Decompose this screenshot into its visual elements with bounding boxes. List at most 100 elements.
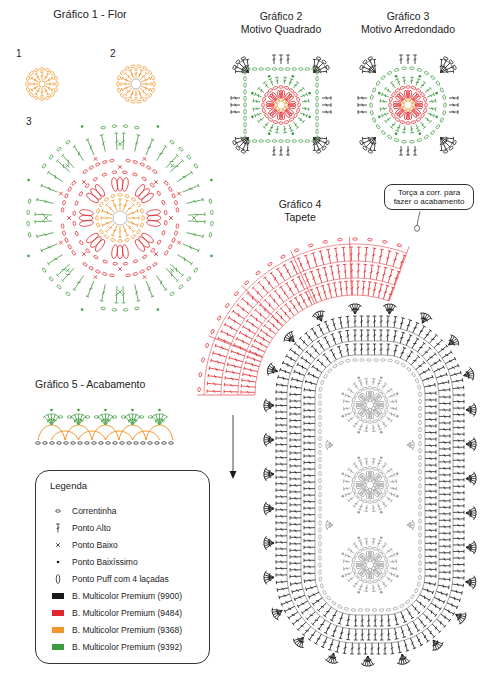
chain-stitch [266,140,271,143]
slip-stitch-dot [419,75,422,78]
chain-stitch [367,359,372,362]
square-motif-chart [231,55,331,155]
chain-stitch [134,126,139,129]
double-crochet-symbol [425,431,436,435]
double-crochet-symbol [388,571,396,577]
double-crochet-symbol [287,78,293,86]
stitch-bar [44,76,47,79]
chain-stitch [289,88,294,93]
stitch-top [364,538,368,539]
single-crochet-symbol [59,192,63,196]
double-crochet-symbol [101,216,112,220]
double-crochet-symbol [353,580,360,587]
chain-stitch [394,360,399,364]
slip-stitch-dot [308,92,311,95]
double-crochet-symbol [345,571,353,577]
double-crochet-symbol [425,444,436,448]
double-crochet-symbol [176,171,192,183]
chain-stitch [444,103,447,108]
double-crochet-symbol [425,535,436,539]
chain-stitch [109,274,114,277]
single-crochet-symbol [94,157,98,161]
chain-stitch [93,177,98,182]
chain-stitch [193,163,198,168]
double-crochet-symbol [381,93,389,99]
chain-stitch [273,86,278,90]
chain-stitch [40,68,45,71]
chain-stitch [373,419,378,423]
chain-stitch [381,552,386,557]
double-crochet-symbol [425,457,436,461]
double-crochet-symbol [37,198,54,205]
chain-stitch [419,547,422,552]
chain-stitch [344,607,349,611]
double-crochet-symbol [297,116,305,123]
chain-stitch [125,238,130,242]
double-crochet-symbol [425,509,436,513]
stitch-top [100,135,104,136]
double-crochet-symbol [402,126,407,133]
chain-stitch [337,604,342,608]
single-crochet-symbol [44,216,48,220]
puff-stitch [140,232,155,245]
chain-stitch [406,122,411,125]
double-crochet-symbol [304,572,315,576]
double-crochet-symbol [343,399,350,404]
chain-stitch [419,505,422,510]
slip-stitch-dot [380,591,383,594]
chain-stitch [27,221,30,226]
stitch-top [283,77,287,78]
chain-stitch [442,110,445,115]
stitch-top [306,587,307,590]
chain-stitch [319,401,322,406]
double-crochet-symbol [384,116,392,123]
chain-stitch [62,231,66,236]
single-crochet-symbol [67,216,71,220]
chain-stitch [359,140,363,145]
double-crochet-symbol [388,393,396,399]
chain-stitch [262,103,265,108]
slip-stitch-dot [251,92,254,95]
flower-step-3 [27,125,214,312]
chain-stitch [186,276,191,281]
double-crochet-symbol [429,106,436,111]
double-crochet-symbol [390,81,397,89]
double-crochet-symbol [345,393,353,399]
double-crochet-symbol [367,615,371,626]
double-crochet-symbol [402,77,407,84]
chain-stitch [389,103,392,108]
chain-stitch [130,65,135,68]
chain-stitch [319,450,322,455]
chain-stitch [326,595,331,600]
chain-stitch [386,563,389,568]
double-crochet-symbol [254,93,262,99]
chain-stitch [299,140,304,143]
stitch-top [396,567,397,571]
double-crochet-symbol [41,242,58,252]
chain-stitch [131,234,136,239]
chain-stitch [419,491,422,496]
chain-stitch [73,221,76,226]
double-crochet-symbol [343,479,350,484]
stitch-top [100,301,104,302]
chain-stitch [273,120,278,124]
chain-stitch [142,66,147,71]
double-crochet-symbol [425,424,436,428]
chain-stitch [109,159,114,162]
chain-stitch [419,448,422,453]
chain-stitch [352,483,355,488]
puff-stitch [94,183,107,198]
chain-stitch [419,406,422,411]
chain-stitch [99,229,104,234]
double-crochet-symbol [35,212,52,216]
chain-stitch [316,90,319,95]
chain-stitch [360,359,365,362]
double-crochet-symbol [425,568,436,572]
chain-stitch [319,570,322,575]
double-crochet-symbol [47,171,63,183]
chain-stitch [417,138,422,142]
double-crochet-symbol [86,280,96,297]
double-crochet-symbol [155,145,167,161]
chain-stitch [164,250,169,255]
chain-stitch [264,92,269,97]
